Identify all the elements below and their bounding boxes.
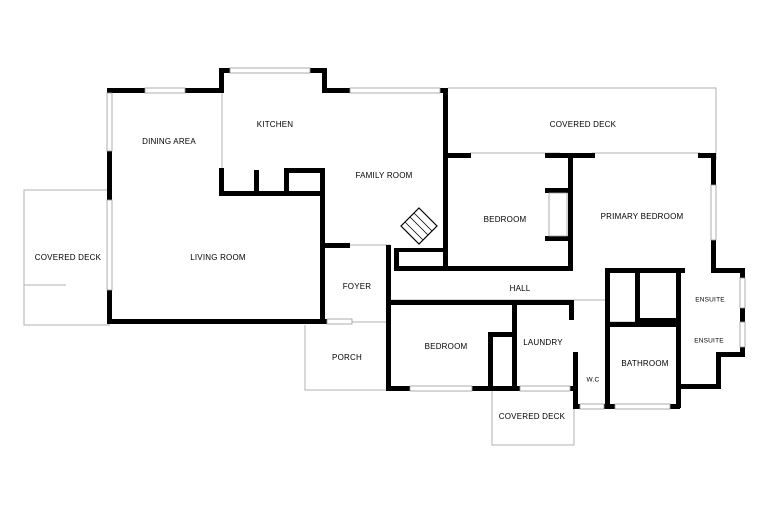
label-living-room: LIVING ROOM bbox=[190, 253, 246, 262]
label-covered-deck-bottom: COVERED DECK bbox=[499, 412, 566, 421]
label-primary-bedroom: PRIMARY BEDROOM bbox=[601, 212, 684, 221]
label-foyer: FOYER bbox=[343, 282, 372, 291]
label-family-room: FAMILY ROOM bbox=[355, 171, 412, 180]
label-covered-deck-left: COVERED DECK bbox=[35, 253, 102, 262]
label-ensuite-1: ENSUITE bbox=[695, 297, 725, 304]
label-hall: HALL bbox=[510, 284, 531, 293]
windows bbox=[106, 67, 746, 410]
label-wc: W.C bbox=[587, 377, 600, 384]
label-bathroom: BATHROOM bbox=[621, 359, 668, 368]
label-laundry: LAUNDRY bbox=[523, 338, 563, 347]
label-bedroom-2: BEDROOM bbox=[484, 215, 527, 224]
walls bbox=[107, 68, 745, 409]
label-dining-area: DINING AREA bbox=[142, 137, 196, 146]
stair-symbol-icon bbox=[400, 207, 438, 245]
label-ensuite-2: ENSUITE bbox=[694, 338, 724, 345]
thin-outlines bbox=[23, 87, 717, 446]
label-bedroom-3: BEDROOM bbox=[425, 342, 468, 351]
label-kitchen: KITCHEN bbox=[257, 120, 294, 129]
label-porch: PORCH bbox=[332, 353, 362, 362]
label-covered-deck-top: COVERED DECK bbox=[550, 120, 617, 129]
room-labels: DINING AREA KITCHEN FAMILY ROOM COVERED … bbox=[35, 120, 725, 421]
